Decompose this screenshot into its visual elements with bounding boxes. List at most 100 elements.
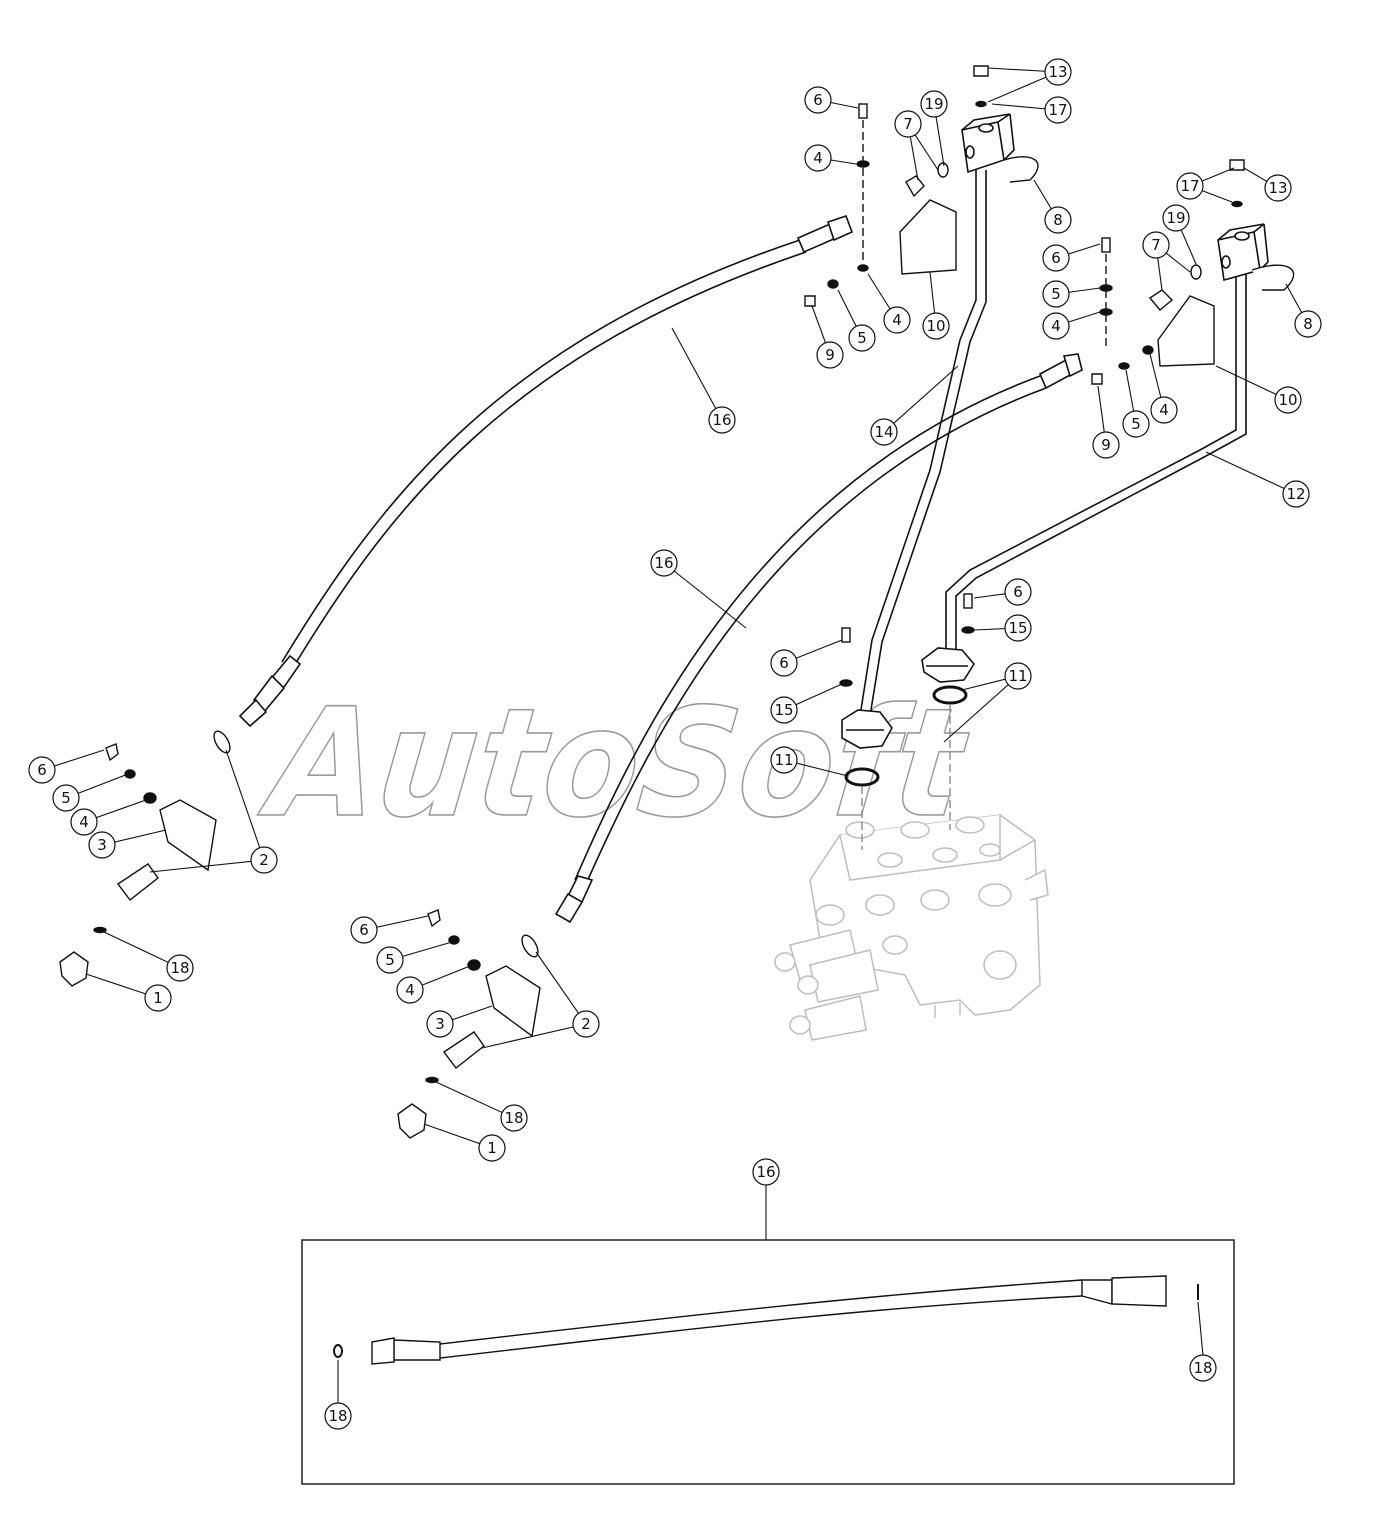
callout-label: 19 bbox=[924, 95, 943, 113]
callout-6: 6 bbox=[973, 578, 1032, 606]
callout-circle bbox=[1004, 614, 1032, 642]
hardware-group-d bbox=[59, 730, 231, 987]
callout-label: 16 bbox=[756, 1163, 775, 1181]
callout-2: 2 bbox=[149, 749, 278, 874]
callout-7: 7 bbox=[1142, 231, 1191, 291]
callout-16: 16 bbox=[650, 549, 747, 629]
callout-label: 5 bbox=[857, 329, 867, 347]
callout-circle bbox=[1044, 206, 1072, 234]
callout-5: 5 bbox=[1042, 280, 1101, 308]
callout-circle bbox=[1282, 480, 1310, 508]
callout-label: 4 bbox=[79, 813, 89, 831]
callout-circle bbox=[1162, 204, 1190, 232]
callout-label: 11 bbox=[1008, 667, 1027, 685]
callout-1: 1 bbox=[423, 1123, 506, 1162]
callout-label: 15 bbox=[774, 701, 793, 719]
callout-label: 6 bbox=[1013, 583, 1023, 601]
hardware-group-e bbox=[397, 909, 541, 1139]
callout-circle bbox=[920, 90, 948, 118]
callout-label: 7 bbox=[903, 115, 913, 133]
callout-label: 5 bbox=[1051, 285, 1061, 303]
callout-leader bbox=[1205, 451, 1297, 495]
callout-circle bbox=[52, 784, 80, 812]
callout-label: 18 bbox=[504, 1109, 523, 1127]
callout-circle bbox=[426, 1010, 454, 1038]
callout-leader bbox=[481, 1023, 587, 1049]
callout-19: 19 bbox=[920, 90, 948, 167]
watermark: AutoSoft bbox=[253, 676, 977, 852]
callout-5: 5 bbox=[376, 941, 453, 974]
callout-10: 10 bbox=[922, 271, 950, 340]
callout-5: 5 bbox=[837, 289, 876, 352]
callout-label: 8 bbox=[1303, 315, 1313, 333]
callout-1: 1 bbox=[85, 973, 172, 1012]
callout-leader bbox=[663, 562, 747, 629]
callout-circle bbox=[1122, 410, 1150, 438]
callout-circle bbox=[324, 1402, 352, 1430]
callout-label: 5 bbox=[61, 789, 71, 807]
callout-11: 11 bbox=[943, 662, 1032, 743]
callout-label: 10 bbox=[1278, 391, 1297, 409]
callout-4: 4 bbox=[70, 799, 147, 836]
callout-leader bbox=[671, 327, 723, 421]
callout-circle bbox=[1274, 386, 1302, 414]
callout-circle bbox=[396, 976, 424, 1004]
callout-circle bbox=[770, 696, 798, 724]
callout-circle bbox=[166, 954, 194, 982]
callout-circle bbox=[1176, 172, 1204, 200]
hardware-group-b bbox=[1091, 159, 1295, 385]
callout-16: 16 bbox=[752, 1158, 780, 1186]
callout-label: 2 bbox=[259, 851, 269, 869]
callout-13: 13 bbox=[987, 58, 1072, 103]
callout-4: 4 bbox=[1042, 311, 1101, 340]
callout-circle bbox=[88, 831, 116, 859]
callout-4: 4 bbox=[867, 273, 911, 334]
callout-6: 6 bbox=[28, 749, 105, 784]
callout-label: 18 bbox=[1193, 1359, 1212, 1377]
callout-circle bbox=[500, 1104, 528, 1132]
callout-17: 17 bbox=[991, 96, 1072, 124]
hose-16-detail-inset bbox=[301, 1239, 1235, 1485]
callout-label: 12 bbox=[1286, 485, 1305, 503]
callout-18: 18 bbox=[324, 1402, 352, 1430]
callout-circle bbox=[883, 306, 911, 334]
callout-label: 3 bbox=[97, 836, 107, 854]
callout-label: 19 bbox=[1166, 209, 1185, 227]
callout-circle bbox=[1042, 312, 1070, 340]
callout-3: 3 bbox=[88, 829, 167, 859]
callout-label: 17 bbox=[1048, 101, 1067, 119]
callout-4: 4 bbox=[804, 144, 857, 172]
callout-17: 17 bbox=[1176, 167, 1235, 203]
callout-label: 6 bbox=[779, 654, 789, 672]
callout-8: 8 bbox=[1285, 283, 1322, 338]
callout-3: 3 bbox=[426, 1005, 493, 1038]
callout-circle bbox=[894, 110, 922, 138]
callout-label: 13 bbox=[1048, 63, 1067, 81]
callout-6: 6 bbox=[350, 915, 429, 944]
callout-6: 6 bbox=[770, 639, 843, 677]
callout-2: 2 bbox=[481, 951, 600, 1049]
callout-circle bbox=[1044, 58, 1072, 86]
callout-4: 4 bbox=[396, 965, 471, 1004]
callout-label: 16 bbox=[712, 411, 731, 429]
callout-6: 6 bbox=[1042, 243, 1101, 272]
callout-12: 12 bbox=[1205, 451, 1310, 508]
callout-9: 9 bbox=[1092, 385, 1120, 459]
callout-circle bbox=[70, 808, 98, 836]
callout-circle bbox=[1042, 244, 1070, 272]
callout-circle bbox=[572, 1010, 600, 1038]
callout-18: 18 bbox=[1189, 1354, 1217, 1382]
callout-circle bbox=[1044, 96, 1072, 124]
callout-11: 11 bbox=[770, 746, 849, 777]
callout-leader bbox=[535, 951, 587, 1025]
callout-circle bbox=[816, 341, 844, 369]
callout-label: 4 bbox=[813, 149, 823, 167]
tube-12 bbox=[921, 223, 1269, 683]
callout-leader bbox=[883, 365, 959, 433]
watermark-text: AutoSoft bbox=[253, 676, 975, 851]
callout-7: 7 bbox=[894, 110, 939, 181]
callout-label: 1 bbox=[487, 1139, 497, 1157]
callout-5: 5 bbox=[1122, 369, 1150, 438]
hose-16-middle bbox=[554, 353, 1083, 924]
